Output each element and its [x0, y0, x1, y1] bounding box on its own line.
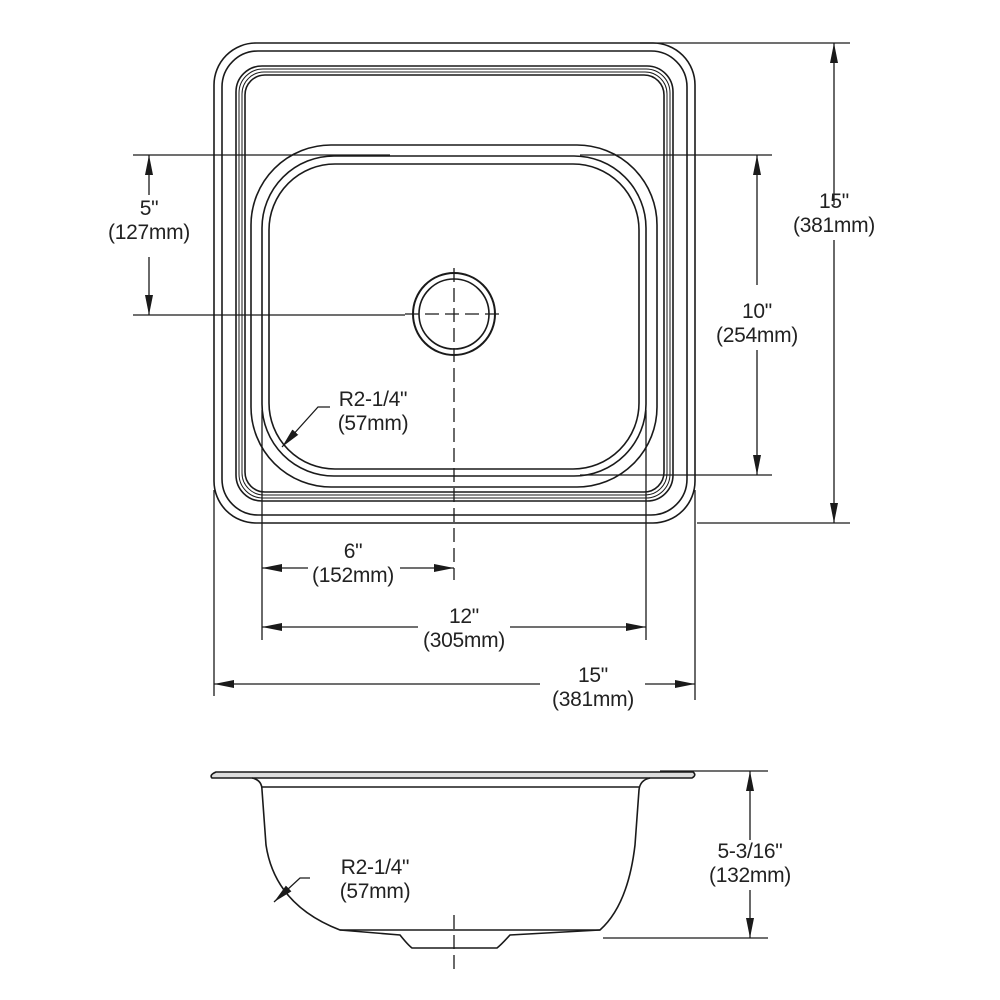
- dimension-lines: [133, 42, 850, 700]
- dim-bowl-width: 12" (305mm): [423, 605, 505, 652]
- dim-corner-radius-top: R2-1/4" (57mm): [337, 388, 409, 435]
- dim-overall-width: 15" (381mm): [552, 664, 634, 711]
- dim-drain-offset: 6" (152mm): [312, 540, 394, 587]
- dim-overall-height: 15" (381mm): [793, 190, 875, 237]
- dim-depth: 5-3/16" (132mm): [709, 840, 791, 887]
- dim-inner-offset: 5" (127mm): [108, 197, 190, 244]
- side-view: [210, 771, 696, 970]
- dim-bowl-height: 10" (254mm): [716, 300, 798, 347]
- top-view: [213, 42, 696, 580]
- dim-corner-radius-side: R2-1/4" (57mm): [339, 856, 411, 903]
- side-dimension-lines: [273, 770, 768, 939]
